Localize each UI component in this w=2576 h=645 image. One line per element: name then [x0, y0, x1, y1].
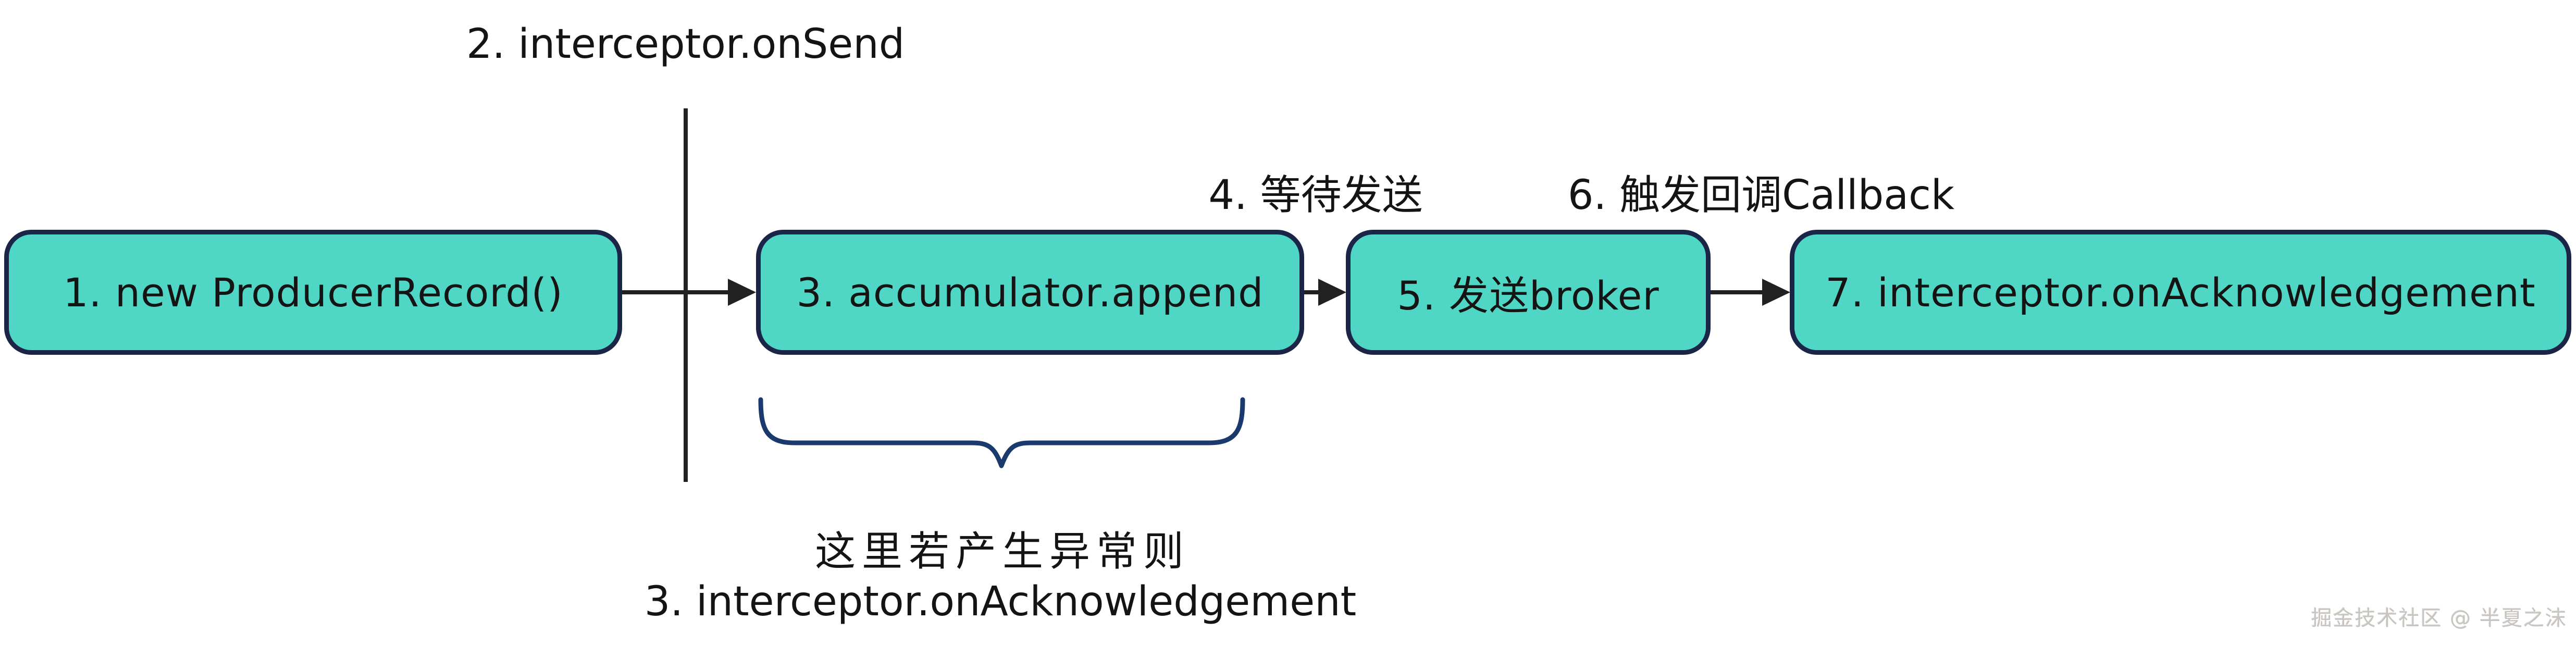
node-new-producer-record: 1. new ProducerRecord() [4, 230, 622, 355]
node-label: 7. interceptor.onAcknowledgement [1825, 269, 2536, 316]
node-send-broker: 5. 发送broker [1346, 230, 1711, 355]
arrow-5-to-7 [1711, 277, 1790, 308]
arrow-shaft [1711, 290, 1767, 294]
arrow-shaft [1302, 290, 1323, 294]
underbrace-icon [758, 397, 1245, 468]
arrowhead-icon [1318, 279, 1346, 306]
watermark: 掘金技术社区 @ 半夏之沫 [2311, 606, 2567, 630]
node-label: 1. new ProducerRecord() [63, 269, 563, 316]
exception-note-line1: 这里若产生异常则 [814, 528, 1190, 575]
arrow-1-to-3 [622, 277, 756, 308]
node-interceptor-onacknowledgement: 7. interceptor.onAcknowledgement [1790, 230, 2571, 355]
node-label: 3. accumulator.append [796, 269, 1264, 316]
node-accumulator-append: 3. accumulator.append [756, 230, 1304, 355]
annotation-interceptor-onsend: 2. interceptor.onSend [466, 21, 905, 68]
exception-note-line2: 3. interceptor.onAcknowledgement [644, 578, 1357, 625]
arrowhead-icon [1762, 279, 1790, 306]
arrow-shaft [622, 290, 733, 294]
annotation-wait-send: 4. 等待发送 [1208, 172, 1423, 219]
node-label: 5. 发送broker [1397, 272, 1659, 319]
arrow-3-to-5 [1302, 277, 1346, 308]
interceptor-boundary-line [684, 108, 688, 482]
arrowhead-icon [728, 279, 756, 306]
annotation-trigger-callback: 6. 触发回调Callback [1567, 172, 1955, 219]
